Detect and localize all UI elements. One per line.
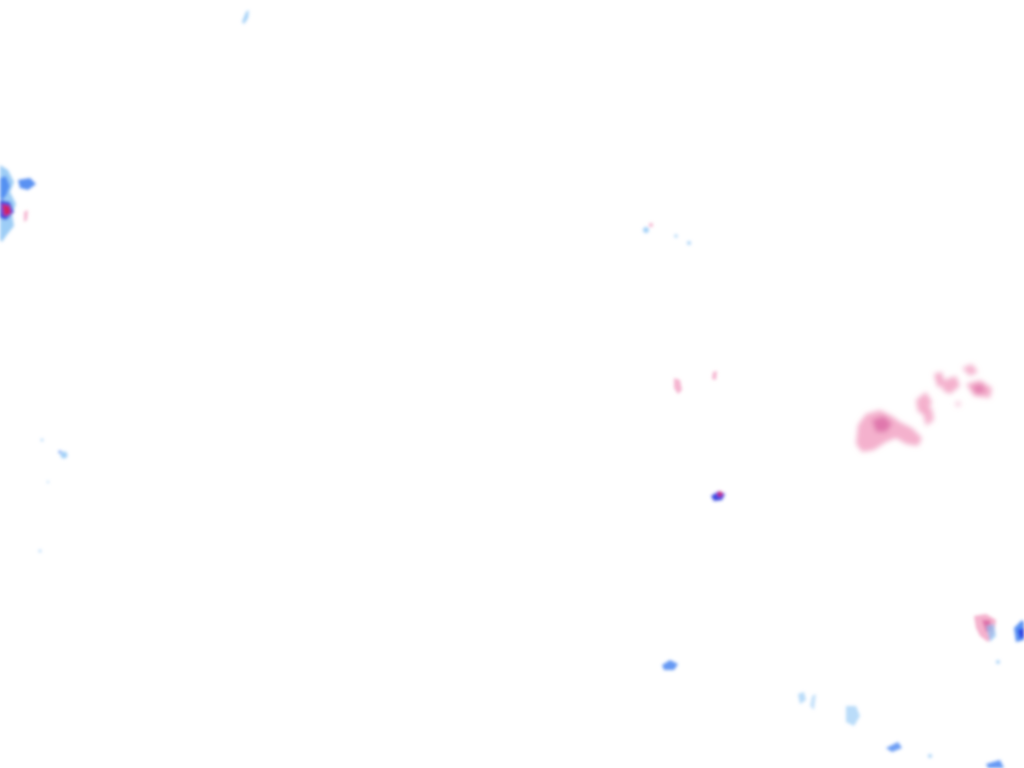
precip-cell-center-small [643,223,691,245]
precip-cell-top [242,10,249,24]
precip-band-right-pink [856,364,992,452]
precip-cell-intense-center [711,491,725,501]
precip-cell-center-pink [674,371,717,394]
precip-cell-left-edge [0,165,36,242]
precip-specks-left [38,438,68,553]
precip-cell-right-edge [974,614,1024,664]
precip-cells-bottom [662,660,1004,768]
